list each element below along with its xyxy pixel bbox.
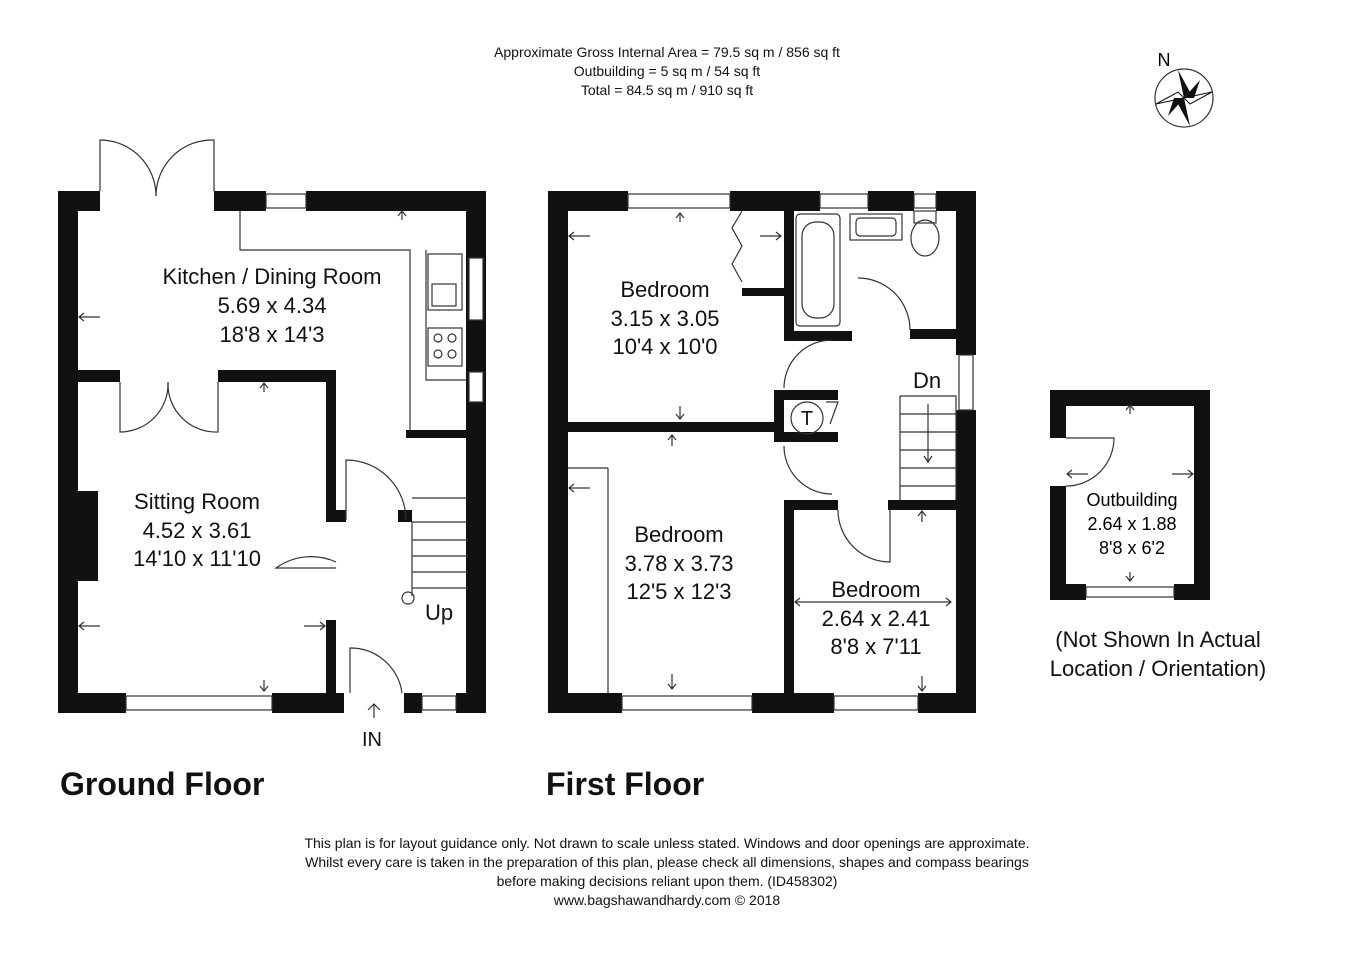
first-floor-title: First Floor — [546, 766, 705, 802]
disclaimer-line3: before making decisions reliant upon the… — [496, 873, 838, 889]
kitchen-metric: 5.69 x 4.34 — [218, 293, 327, 318]
kitchen-imperial: 18'8 x 14'3 — [219, 322, 324, 347]
bedroom1-imperial: 10'4 x 10'0 — [612, 334, 717, 359]
disclaimer: This plan is for layout guidance only. N… — [0, 834, 1334, 910]
bedroom1-name: Bedroom — [620, 277, 709, 302]
stairs-up-label: Up — [425, 600, 453, 625]
outbuilding-name: Outbuilding — [1086, 490, 1177, 510]
bedroom2-metric: 3.78 x 3.73 — [625, 551, 734, 576]
bedroom2-imperial: 12'5 x 12'3 — [626, 579, 731, 604]
outbuilding-plan — [1050, 390, 1210, 600]
stairs-down-label: Dn — [913, 368, 941, 393]
bedroom3-name: Bedroom — [831, 577, 920, 602]
website-link[interactable]: www.bagshawandhardy.com © 2018 — [553, 892, 781, 908]
sitting-room-metric: 4.52 x 3.61 — [143, 518, 252, 543]
kitchen-name: Kitchen / Dining Room — [163, 264, 382, 289]
disclaimer-line1: This plan is for layout guidance only. N… — [304, 835, 1030, 851]
disclaimer-line2: Whilst every care is taken in the prepar… — [305, 854, 1029, 870]
tank-label: T — [801, 408, 813, 430]
compass-rose-icon — [1154, 68, 1214, 128]
gross-internal-area: Approximate Gross Internal Area = 79.5 s… — [494, 44, 840, 60]
outbuilding-note-line2: Location / Orientation) — [1050, 656, 1266, 681]
outbuilding-note-line1: (Not Shown In Actual — [1055, 627, 1260, 652]
outbuilding-metric: 2.64 x 1.88 — [1087, 514, 1176, 534]
outbuilding-imperial: 8'8 x 6'2 — [1099, 538, 1165, 558]
entrance-label: IN — [362, 729, 382, 751]
bedroom2-name: Bedroom — [634, 522, 723, 547]
bedroom3-metric: 2.64 x 2.41 — [822, 606, 931, 631]
area-summary: Approximate Gross Internal Area = 79.5 s… — [0, 43, 1334, 100]
first-floor-plan — [548, 191, 976, 713]
bedroom1-metric: 3.15 x 3.05 — [611, 306, 720, 331]
compass-north-label: N — [1158, 50, 1171, 70]
ground-floor-plan — [58, 139, 486, 718]
sitting-room-imperial: 14'10 x 11'10 — [133, 546, 261, 571]
sitting-room-name: Sitting Room — [134, 489, 260, 514]
bedroom3-imperial: 8'8 x 7'11 — [830, 634, 921, 659]
total-area: Total = 84.5 sq m / 910 sq ft — [580, 82, 754, 98]
ground-floor-title: Ground Floor — [60, 766, 265, 802]
outbuilding-area: Outbuilding = 5 sq m / 54 sq ft — [573, 63, 761, 79]
